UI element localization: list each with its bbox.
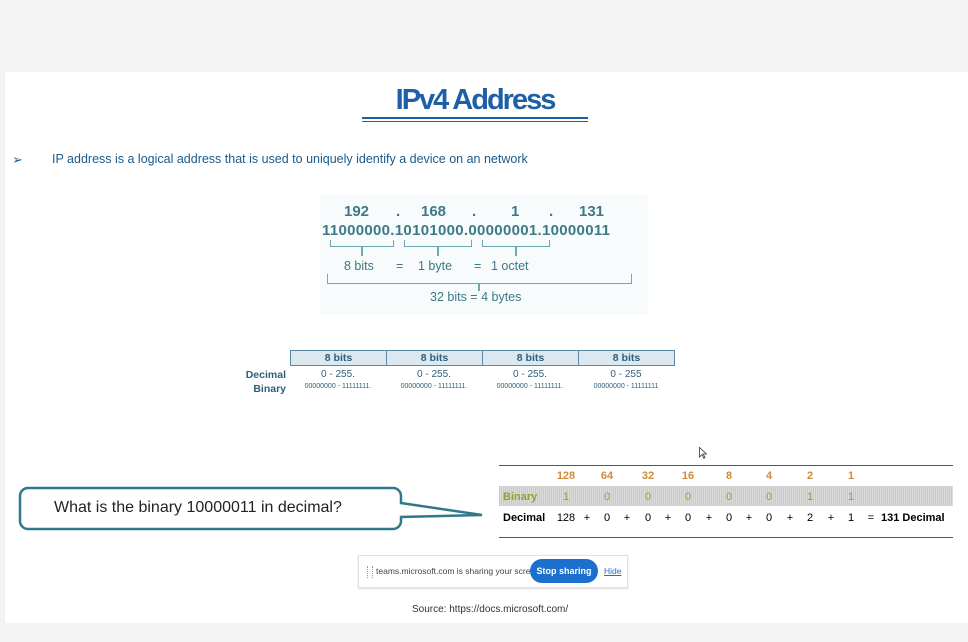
power-16: 16	[681, 470, 695, 482]
binary-row-label: Binary	[253, 383, 286, 395]
octet-bracket	[330, 240, 394, 247]
bracket-stem	[437, 247, 439, 256]
title-underline-thin	[362, 121, 588, 122]
binary-bit: 0	[765, 491, 773, 503]
label-1-octet: 1 octet	[491, 259, 529, 273]
binary-range: 00000000 - 11111111	[593, 383, 659, 390]
slide-canvas	[5, 72, 968, 623]
bracket-stem	[515, 247, 517, 256]
total-bracket	[327, 274, 632, 284]
power-2: 2	[806, 470, 814, 482]
bullet-text: IP address is a logical address that is …	[52, 152, 528, 166]
result-value: 131 Decimal	[881, 512, 945, 524]
label-32-bits: 32 bits = 4 bytes	[430, 290, 522, 304]
octet-header: 8 bits	[290, 350, 387, 366]
arrow-bullet-icon: ➢	[12, 152, 23, 167]
octet-dot: .	[396, 203, 401, 220]
ip-binary: 11000000.10101000.00000001.10000011	[322, 222, 611, 239]
equals-sign: =	[867, 512, 875, 524]
decimal-value: 1	[847, 512, 855, 524]
decimal-value: 0	[725, 512, 733, 524]
octet-header: 8 bits	[578, 350, 675, 366]
decimal-row-label: Decimal	[245, 369, 286, 381]
octet-bracket	[482, 240, 550, 247]
binary-bit: 1	[562, 491, 570, 503]
decimal-range: 0 - 255.	[321, 369, 355, 380]
screen-share-bar: teams.microsoft.com is sharing your scre…	[358, 555, 628, 588]
power-1: 1	[847, 470, 855, 482]
power-64: 64	[600, 470, 614, 482]
drag-grip-icon[interactable]	[367, 566, 373, 578]
bracket-stem	[361, 247, 363, 256]
question-callout	[18, 486, 483, 531]
binary-bit: 0	[603, 491, 611, 503]
decimal-label: Decimal	[503, 512, 546, 524]
title-underline	[362, 117, 588, 119]
label-eq: =	[396, 259, 404, 273]
table-rule	[499, 537, 953, 538]
power-4: 4	[765, 470, 773, 482]
share-message: teams.microsoft.com is sharing your scre…	[376, 566, 543, 576]
decimal-value: 0	[603, 512, 611, 524]
binary-bit: 0	[725, 491, 733, 503]
label-eq: =	[474, 259, 482, 273]
binary-bit: 0	[684, 491, 692, 503]
binary-conversion-table: 128 64 32 16 8 4 2 1 Binary 1 0 0 0 0 0 …	[499, 465, 953, 538]
decimal-value: 0	[765, 512, 773, 524]
binary-range: 00000000 - 11111111.	[496, 383, 564, 390]
octet-2: 168	[421, 203, 447, 220]
power-128: 128	[556, 470, 576, 482]
callout-question: What is the binary 10000011 in decimal?	[54, 499, 342, 516]
octet-table: 8 bits 8 bits 8 bits 8 bits	[290, 350, 675, 366]
slide-title: IPv4 Address	[395, 84, 557, 116]
power-8: 8	[725, 470, 733, 482]
hide-link[interactable]: Hide	[604, 566, 622, 576]
binary-row-shade	[499, 486, 953, 506]
ip-diagram	[320, 195, 648, 315]
decimal-value: 2	[806, 512, 814, 524]
table-rule	[499, 465, 953, 466]
octet-header: 8 bits	[482, 350, 579, 366]
decimal-value: 0	[684, 512, 692, 524]
decimal-value: 128	[556, 512, 576, 524]
power-32: 32	[641, 470, 655, 482]
plus-sign: +	[583, 512, 591, 524]
decimal-range: 0 - 255.	[417, 369, 451, 380]
binary-bit: 1	[806, 491, 814, 503]
plus-sign: +	[827, 512, 835, 524]
plus-sign: +	[664, 512, 672, 524]
octet-1: 192	[344, 203, 370, 220]
decimal-range: 0 - 255.	[513, 369, 547, 380]
octet-3: 1	[511, 203, 520, 220]
decimal-value: 0	[644, 512, 652, 524]
plus-sign: +	[623, 512, 631, 524]
plus-sign: +	[705, 512, 713, 524]
binary-range: 00000000 - 11111111.	[304, 383, 372, 390]
binary-label: Binary	[503, 491, 538, 503]
plus-sign: +	[745, 512, 753, 524]
binary-range: 00000000 - 11111111.	[400, 383, 468, 390]
octet-dot: .	[549, 203, 554, 220]
source-text: Source: https://docs.microsoft.com/	[412, 604, 569, 615]
octet-4: 131	[579, 203, 605, 220]
octet-header: 8 bits	[386, 350, 483, 366]
label-8-bits: 8 bits	[344, 259, 374, 273]
plus-sign: +	[786, 512, 794, 524]
octet-bracket	[404, 240, 472, 247]
binary-bit: 1	[847, 491, 855, 503]
stop-sharing-button[interactable]: Stop sharing	[530, 559, 598, 583]
decimal-range: 0 - 255	[610, 369, 642, 380]
binary-bit: 0	[644, 491, 652, 503]
bracket-stem	[478, 284, 480, 291]
octet-dot: .	[472, 203, 477, 220]
mouse-cursor-icon	[699, 447, 707, 459]
label-1-byte: 1 byte	[418, 259, 453, 273]
